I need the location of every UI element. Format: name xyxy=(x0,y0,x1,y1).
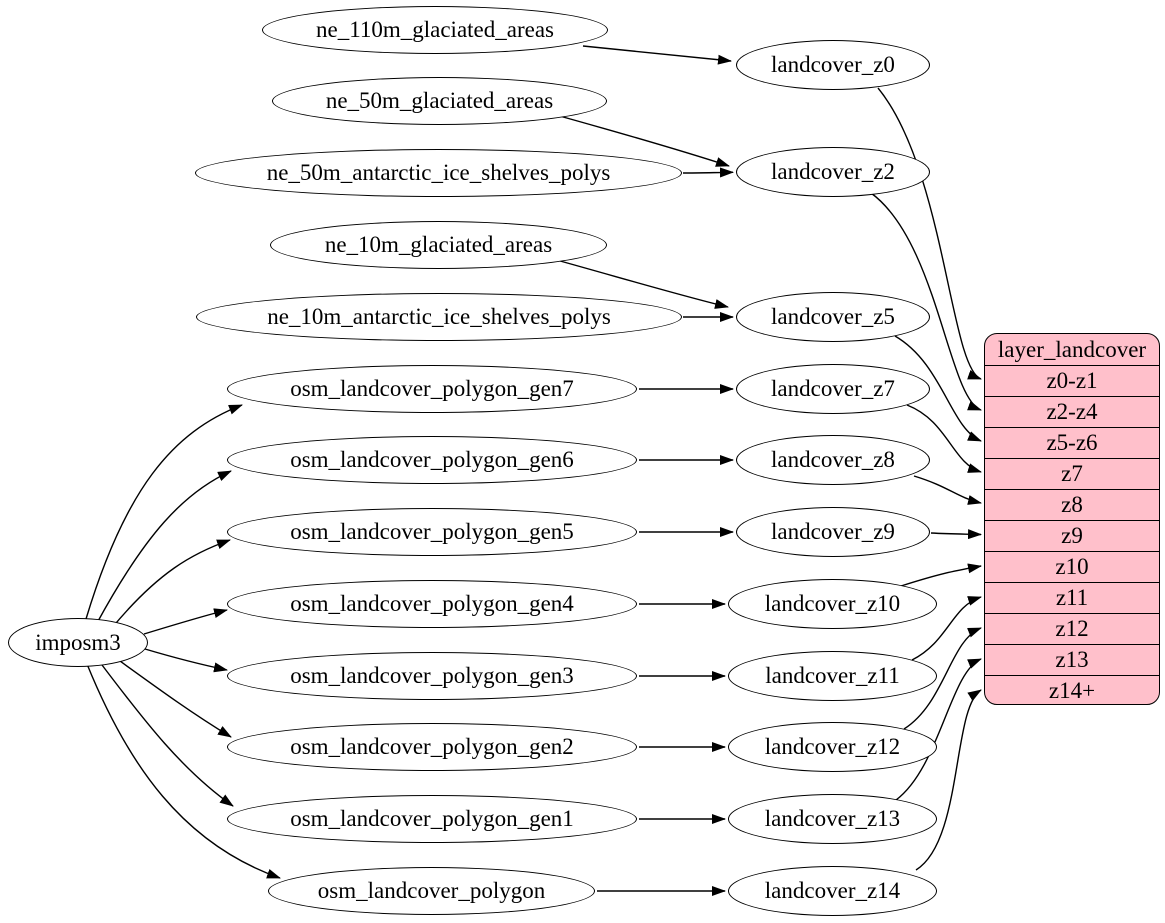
node-osm-landcover-polygon-gen4: osm_landcover_polygon_gen4 xyxy=(227,580,637,628)
node-ne-110m-glaciated-areas: ne_110m_glaciated_areas xyxy=(262,6,608,54)
edge-z11-to-row xyxy=(911,596,982,661)
node-landcover-z13: landcover_z13 xyxy=(728,794,937,844)
edge-z5-to-row xyxy=(894,335,982,442)
node-landcover-z7: landcover_z7 xyxy=(736,364,930,414)
node-landcover-z5: landcover_z5 xyxy=(736,292,930,342)
node-landcover-z2: landcover_z2 xyxy=(736,147,930,197)
edge-imposm3-to-gen3 xyxy=(144,648,228,673)
node-osm-landcover-polygon-gen6: osm_landcover_polygon_gen6 xyxy=(227,436,637,484)
edge-z14-to-row xyxy=(915,689,982,871)
node-ne-10m-glaciated-areas: ne_10m_glaciated_areas xyxy=(270,221,607,269)
edge-z10-to-row xyxy=(900,563,982,587)
table-row-z10: z10 xyxy=(985,551,1159,582)
node-landcover-z9: landcover_z9 xyxy=(736,507,930,557)
node-ne-50m-glaciated-areas: ne_50m_glaciated_areas xyxy=(272,77,607,125)
edge-ne10mglac-to-z5 xyxy=(552,258,729,309)
node-osm-landcover-polygon: osm_landcover_polygon xyxy=(268,867,595,915)
edge-z13-to-row xyxy=(895,658,982,801)
table-row-z14plus: z14+ xyxy=(985,675,1159,704)
node-imposm3: imposm3 xyxy=(8,618,148,667)
edge-ne50mant-to-z2 xyxy=(682,167,734,178)
table-row-z13: z13 xyxy=(985,644,1159,675)
node-osm-landcover-polygon-gen7: osm_landcover_polygon_gen7 xyxy=(227,365,637,413)
edge-ne110m-to-z0 xyxy=(582,45,732,65)
node-ne-50m-antarctic-ice-shelves-polys: ne_50m_antarctic_ice_shelves_polys xyxy=(195,149,682,197)
table-row-z5-z6: z5-z6 xyxy=(985,427,1159,458)
edge-imposm3-to-gen7 xyxy=(85,404,243,620)
edge-z12-to-row xyxy=(903,627,982,730)
table-row-z2-z4: z2-z4 xyxy=(985,396,1159,427)
node-landcover-z0: landcover_z0 xyxy=(736,40,930,90)
node-landcover-z10: landcover_z10 xyxy=(728,579,937,629)
edge-z2-to-row xyxy=(870,192,982,411)
node-landcover-z12: landcover_z12 xyxy=(728,722,937,772)
node-landcover-z14: landcover_z14 xyxy=(728,866,937,916)
layer-landcover-header: layer_landcover xyxy=(997,336,1147,362)
edge-z7-to-row xyxy=(906,404,982,473)
edge-imposm3-to-polygon xyxy=(86,663,281,879)
table-row-z0-z1: z0-z1 xyxy=(985,365,1159,396)
edge-ne50mglac-to-z2 xyxy=(555,114,730,167)
edge-z0-to-row xyxy=(877,87,982,380)
node-osm-landcover-polygon-gen3: osm_landcover_polygon_gen3 xyxy=(227,652,637,700)
edge-imposm3-to-gen5 xyxy=(110,539,231,630)
edge-imposm3-to-gen1 xyxy=(98,660,234,807)
node-osm-landcover-polygon-gen1: osm_landcover_polygon_gen1 xyxy=(227,795,637,843)
table-row-z8: z8 xyxy=(985,489,1159,520)
node-ne-10m-antarctic-ice-shelves-polys: ne_10m_antarctic_ice_shelves_polys xyxy=(196,293,682,341)
table-row-z9: z9 xyxy=(985,520,1159,551)
edge-imposm3-to-gen4 xyxy=(143,608,228,635)
table-row-z7: z7 xyxy=(985,458,1159,489)
edge-z9-to-row xyxy=(930,529,982,540)
edge-z8-to-row xyxy=(913,475,982,505)
table-row-z11: z11 xyxy=(985,582,1159,613)
node-osm-landcover-polygon-gen5: osm_landcover_polygon_gen5 xyxy=(227,508,637,556)
node-osm-landcover-polygon-gen2: osm_landcover_polygon_gen2 xyxy=(227,723,637,771)
edge-imposm3-to-gen6 xyxy=(96,470,232,624)
edge-imposm3-to-gen2 xyxy=(112,655,232,738)
node-landcover-z11: landcover_z11 xyxy=(728,651,937,701)
table-row-z12: z12 xyxy=(985,613,1159,644)
layer-landcover-table: layer_landcover z0-z1 z2-z4 z5-z6 z7 z8 … xyxy=(984,333,1160,705)
node-landcover-z8: landcover_z8 xyxy=(736,435,930,485)
